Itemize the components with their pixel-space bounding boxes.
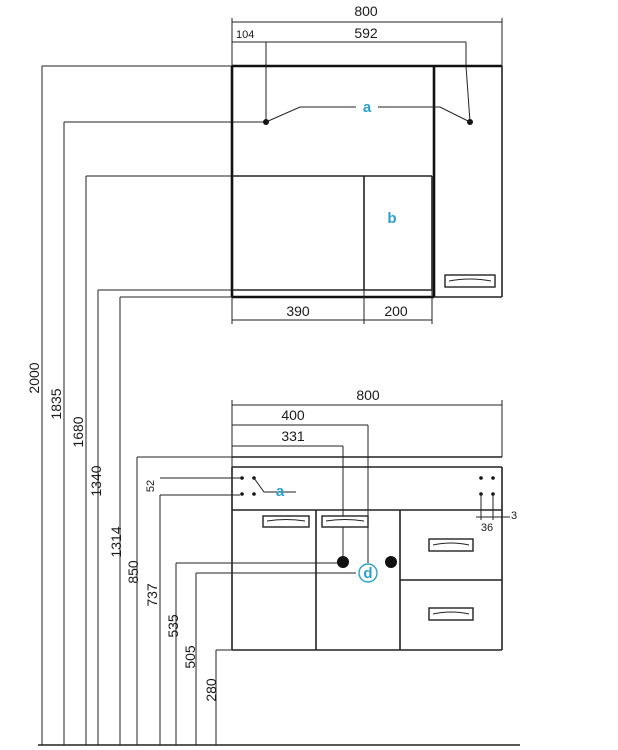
- upper-callout-b: b: [387, 210, 396, 227]
- upper-hook-spacing: 592: [354, 25, 378, 41]
- upper-cabinet-handle: [444, 274, 496, 288]
- lower-bracket-width: 36: [481, 522, 493, 534]
- upper-width-left: 390: [286, 303, 310, 319]
- height-label-535: 535: [165, 614, 181, 638]
- height-label-850: 850: [125, 560, 141, 584]
- height-label-1314: 1314: [108, 526, 124, 557]
- lower-drain-center: 400: [281, 407, 305, 423]
- height-label-2000: 2000: [26, 362, 42, 393]
- height-label-1340: 1340: [88, 465, 104, 496]
- upper-width-right: 200: [384, 303, 408, 319]
- upper-cabinet: [230, 18, 503, 324]
- height-dimensions: [41, 65, 356, 745]
- lower-total-width: 800: [356, 387, 380, 403]
- lower-handle-drawer-top: [428, 538, 474, 552]
- height-label-280: 280: [203, 678, 219, 702]
- upper-callout-a: a: [363, 99, 372, 116]
- height-label-505: 505: [182, 645, 198, 669]
- lower-cabinet: [160, 400, 510, 651]
- height-label-1835: 1835: [48, 388, 64, 419]
- lower-callout-a: a: [276, 483, 285, 500]
- lower-bracket-gap: 3: [511, 510, 517, 522]
- height-label-737: 737: [144, 583, 160, 607]
- lower-hook-height: 52: [145, 480, 157, 492]
- upper-offset-left: 104: [236, 29, 254, 41]
- lower-handle-drawer-bottom: [428, 607, 474, 621]
- lower-handle-middle: [321, 515, 369, 528]
- height-label-1680: 1680: [70, 416, 86, 447]
- lower-callout-d: d: [363, 565, 372, 582]
- upper-total-width: 800: [354, 3, 378, 19]
- lower-handle-left: [262, 515, 310, 528]
- lower-inlet-offset: 331: [281, 428, 305, 444]
